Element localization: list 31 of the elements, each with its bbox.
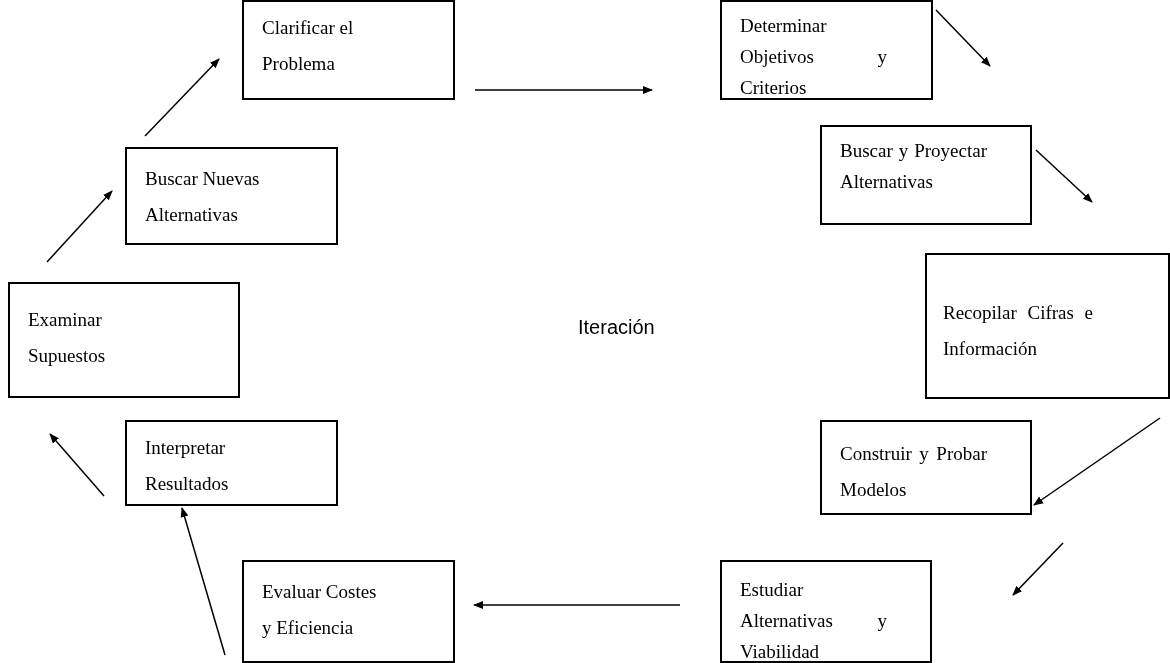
- arrow: [144, 58, 220, 137]
- process-box: [8, 282, 240, 398]
- arrow: [46, 190, 113, 263]
- arrow: [1012, 542, 1064, 596]
- arrow: [1035, 149, 1093, 203]
- arrow: [180, 507, 226, 656]
- box-label: Estudiar Alternativas y Viabilidad: [740, 578, 887, 663]
- box-label: Examinar Supuestos: [28, 308, 107, 368]
- process-box: [720, 560, 932, 663]
- box-label: Recopilar Cifras e Información: [943, 301, 1093, 361]
- box-label: Evaluar Costes y Eficiencia: [262, 580, 378, 640]
- process-box: [820, 125, 1032, 225]
- arrow: [474, 86, 653, 94]
- process-box: [125, 147, 338, 245]
- process-box: [925, 253, 1170, 399]
- process-box: [820, 420, 1032, 515]
- center-label: Iteración: [578, 316, 655, 339]
- arrow: [1033, 417, 1161, 506]
- box-label: Interpretar Resultados: [145, 436, 230, 496]
- process-box: [720, 0, 933, 100]
- arrow: [935, 9, 991, 67]
- box-label: Buscar y Proyectar Alternativas: [840, 139, 987, 194]
- process-box: [242, 560, 455, 663]
- box-label: Clarificar el Problema: [262, 16, 355, 76]
- process-box: [125, 420, 338, 506]
- arrow: [49, 433, 105, 497]
- process-box: [242, 0, 455, 100]
- box-label: Determinar Objetivos y Criterios: [740, 14, 887, 100]
- box-label: Construir y Probar Modelos: [840, 442, 987, 502]
- arrow: [473, 601, 681, 609]
- box-label: Buscar Nuevas Alternativas: [145, 167, 261, 227]
